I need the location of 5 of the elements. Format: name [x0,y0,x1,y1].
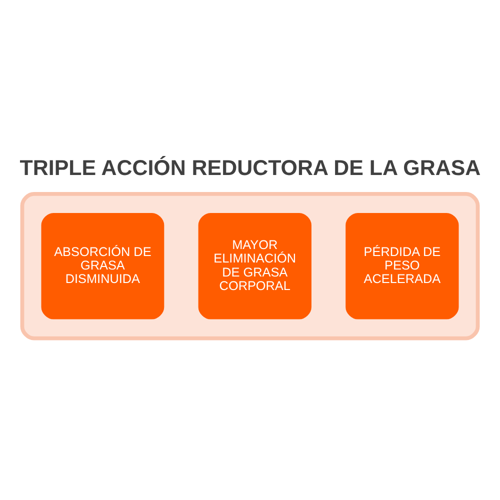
node-box: PÉRDIDA DE PESO ACELERADA [346,212,459,319]
node-box: MAYOR ELIMINACIÓN DE GRASA CORPORAL [198,212,312,319]
node-box: ABSORCIÓN DE GRASA DISMINUIDA [41,212,164,319]
diagram-title: TRIPLE ACCIÓN REDUCTORA DE LA GRASA [20,155,481,180]
cluster [20,191,480,340]
